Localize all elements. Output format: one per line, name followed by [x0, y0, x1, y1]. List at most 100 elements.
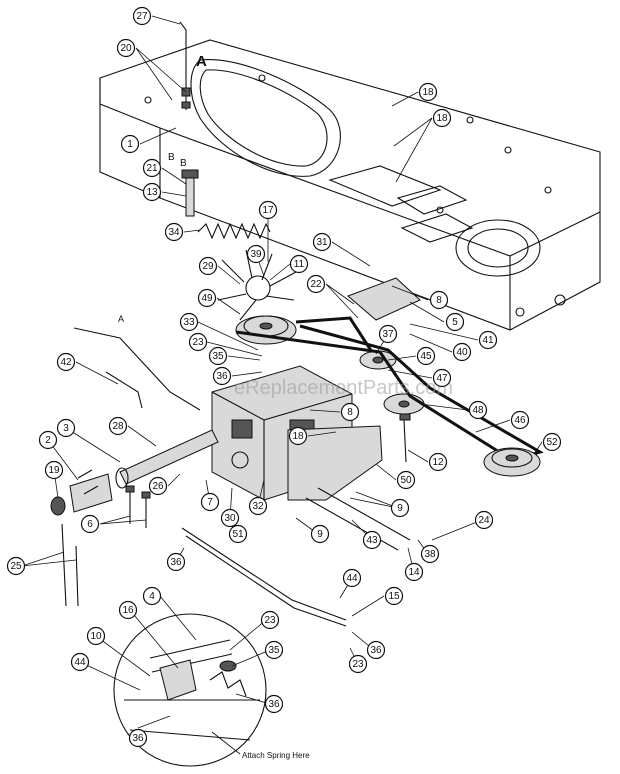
- callout-number: 45: [420, 351, 432, 362]
- callout-bubble: [478, 330, 498, 350]
- callout-c50: 50: [396, 470, 416, 490]
- idler-spring: [197, 222, 271, 240]
- callout-c38: 38: [420, 544, 440, 564]
- callout-c18c: 18: [288, 426, 308, 446]
- callout-number: 26: [152, 481, 164, 492]
- callout-number: 34: [168, 227, 180, 238]
- callout-number: 32: [252, 501, 264, 512]
- callout-c44a: 44: [342, 568, 362, 588]
- callout-number: 50: [400, 475, 412, 486]
- callout-number: 6: [87, 519, 93, 530]
- callout-bubble: [200, 492, 220, 512]
- callout-number: 10: [90, 631, 102, 642]
- bolt-13: [181, 169, 199, 217]
- callout-c33: 33: [179, 312, 199, 332]
- callout-bubble: [474, 510, 494, 530]
- callout-bubble: [445, 312, 465, 332]
- callout-bubble: [342, 568, 362, 588]
- callout-c23b: 23: [260, 610, 280, 630]
- callout-bubble: [432, 108, 452, 128]
- callout-number: 3: [63, 423, 69, 434]
- callout-c3: 3: [56, 418, 76, 438]
- callout-c18b: 18: [432, 108, 452, 128]
- callout-number: 49: [201, 293, 213, 304]
- callout-number: 9: [397, 503, 403, 514]
- callout-c37: 37: [378, 324, 398, 344]
- callout-number: 5: [452, 317, 458, 328]
- callout-number: 36: [170, 557, 182, 568]
- callout-c36d: 36: [264, 694, 284, 714]
- callout-number: 35: [212, 351, 224, 362]
- callout-bubble: [366, 640, 386, 660]
- callout-c35b: 35: [264, 640, 284, 660]
- callout-c42: 42: [56, 352, 76, 372]
- callout-number: 28: [112, 421, 124, 432]
- callout-c14: 14: [404, 562, 424, 582]
- callout-c5: 5: [445, 312, 465, 332]
- callout-c25: 25: [6, 556, 26, 576]
- linkage-rod: [181, 527, 347, 627]
- callout-c17: 17: [258, 200, 278, 220]
- callout-c36e: 36: [128, 728, 148, 748]
- callout-bubble: [208, 346, 228, 366]
- callout-c6: 6: [80, 514, 100, 534]
- transmission-bracket: [287, 425, 383, 501]
- callout-number: 24: [478, 515, 490, 526]
- attach-spring-note: Attach Spring Here: [242, 751, 310, 760]
- callout-bubble: [306, 274, 326, 294]
- callout-bubble: [258, 200, 278, 220]
- callout-bubble: [56, 352, 76, 372]
- callout-c13: 13: [142, 182, 162, 202]
- callout-c44b: 44: [70, 652, 90, 672]
- callout-bubble: [289, 254, 309, 274]
- callout-c16: 16: [118, 600, 138, 620]
- callout-number: 16: [122, 605, 134, 616]
- callout-bubble: [220, 508, 240, 528]
- callout-number: 19: [48, 465, 60, 476]
- callout-c48: 48: [468, 400, 488, 420]
- callout-c51: 51: [228, 524, 248, 544]
- callout-c46: 46: [510, 410, 530, 430]
- hex-nut-19: [50, 496, 66, 516]
- callout-number: 29: [202, 261, 214, 272]
- callout-layer: 2720121131818173439112931228549332337414…: [6, 6, 562, 748]
- callout-number: 18: [436, 113, 448, 124]
- callout-number: 52: [546, 437, 558, 448]
- callout-number: 8: [347, 407, 353, 418]
- callout-c10: 10: [86, 626, 106, 646]
- callout-c7: 7: [200, 492, 220, 512]
- transmission-pulley: [483, 447, 541, 477]
- callout-number: 25: [10, 561, 22, 572]
- callout-c24: 24: [474, 510, 494, 530]
- shift-rod: [179, 21, 191, 110]
- callout-c26: 26: [148, 476, 168, 496]
- callout-number: 11: [294, 259, 305, 270]
- callout-bubble: [80, 514, 100, 534]
- callout-number: 22: [310, 279, 322, 290]
- callout-bubble: [396, 470, 416, 490]
- callout-number: 30: [224, 513, 236, 524]
- callout-number: 36: [216, 371, 228, 382]
- callout-number: 18: [422, 87, 434, 98]
- callout-number: 12: [432, 457, 444, 468]
- callout-c36a: 36: [212, 366, 232, 386]
- callout-bubble: [38, 430, 58, 450]
- callout-number: 46: [514, 415, 526, 426]
- callout-c27: 27: [132, 6, 152, 26]
- callout-bubble: [166, 552, 186, 572]
- callout-bubble: [288, 426, 308, 446]
- callout-bubble: [429, 290, 449, 310]
- callout-number: 48: [472, 405, 484, 416]
- callout-bubble: [384, 586, 404, 606]
- callout-c2: 2: [38, 430, 58, 450]
- callout-bubble: [418, 82, 438, 102]
- callout-number: 33: [183, 317, 195, 328]
- marker-b-right: B: [180, 158, 187, 169]
- callout-c32: 32: [248, 496, 268, 516]
- callout-bubble: [432, 368, 452, 388]
- callout-bubble: [197, 288, 217, 308]
- callout-number: 9: [317, 529, 323, 540]
- callout-bubble: [428, 452, 448, 472]
- callout-bubble: [142, 586, 162, 606]
- callout-bubble: [542, 432, 562, 452]
